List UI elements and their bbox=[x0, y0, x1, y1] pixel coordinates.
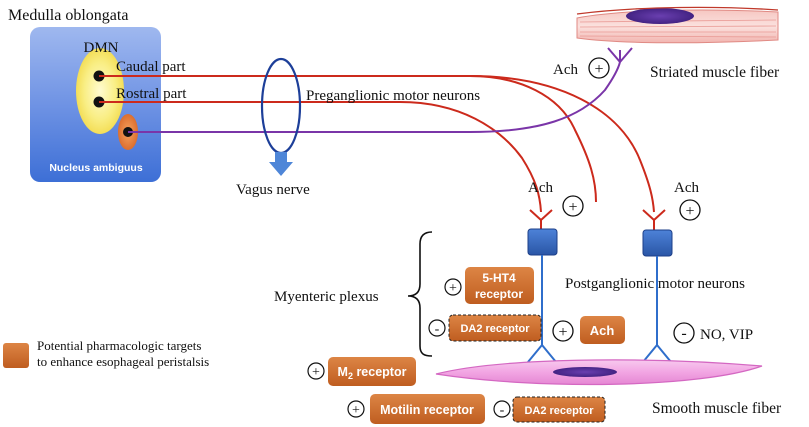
medulla-title: Medulla oblongata bbox=[8, 7, 128, 24]
caudal-to-ganglion2-nerve bbox=[469, 75, 655, 213]
postganglionic-axon1 bbox=[527, 255, 557, 363]
myenteric-label: Myenteric plexus bbox=[274, 289, 379, 305]
da2-receptor-box bbox=[448, 314, 542, 342]
legend-line1: Potential pharmacologic targets bbox=[37, 338, 201, 353]
ht4-receptor-line2: receptor bbox=[475, 287, 523, 301]
striated-ach-label: Ach bbox=[553, 62, 578, 78]
striated-label: Striated muscle fiber bbox=[650, 64, 780, 81]
vagus-ring bbox=[260, 57, 302, 155]
smooth-muscle-fiber bbox=[435, 359, 763, 386]
da2-2-minus-circle bbox=[493, 400, 511, 418]
ganglion1-plus-sign: + bbox=[568, 199, 577, 216]
striated-terminal bbox=[607, 47, 633, 63]
motilin-receptor-box bbox=[370, 394, 485, 424]
legend-swatch bbox=[3, 343, 29, 368]
legend-line2: to enhance esophageal peristalsis bbox=[37, 354, 209, 369]
nucleus-ambiguus-label: Nucleus ambiguus bbox=[49, 162, 143, 174]
ganglion2-ach-label: Ach bbox=[674, 180, 699, 196]
m2-subscript: 2 bbox=[348, 371, 353, 381]
da2-minus-sign: - bbox=[435, 322, 440, 337]
m2-main: M bbox=[338, 365, 348, 379]
m2-receptor-label: M2 receptor bbox=[338, 365, 407, 381]
ganglion1-ach-label: Ach bbox=[528, 180, 553, 196]
ganglion2-plus-sign: + bbox=[685, 203, 694, 220]
striated-plus-circle bbox=[588, 57, 610, 79]
motilin-plus-circle bbox=[347, 400, 365, 418]
novip-minus-circle bbox=[673, 322, 695, 344]
dmn-label: DMN bbox=[83, 40, 118, 56]
ganglion2-input bbox=[642, 209, 666, 230]
m2-receptor-box bbox=[328, 357, 416, 386]
m2-rest: receptor bbox=[353, 365, 407, 379]
smooth-label: Smooth muscle fiber bbox=[652, 400, 782, 417]
caudal-label: Caudal part bbox=[116, 59, 186, 75]
postganglionic-label: Postganglionic motor neurons bbox=[565, 276, 745, 292]
da2-2-receptor-box bbox=[512, 396, 606, 423]
striated-muscle-fiber bbox=[576, 6, 779, 44]
novip-label: NO, VIP bbox=[700, 327, 753, 343]
ach-target-label: Ach bbox=[590, 323, 615, 338]
ht4-plus-circle bbox=[444, 278, 462, 296]
ach-target-plus-sign: + bbox=[558, 324, 567, 341]
ht4-receptor-box bbox=[465, 267, 534, 304]
myenteric-brace bbox=[407, 231, 433, 357]
caudal-preganglionic-nerve bbox=[99, 75, 597, 203]
novip-minus-sign: - bbox=[681, 325, 686, 342]
da2-minus-circle bbox=[428, 319, 446, 337]
ach-target-box bbox=[580, 316, 625, 344]
motilin-receptor-label: Motilin receptor bbox=[380, 403, 474, 417]
preganglionic-label: Preganglionic motor neurons bbox=[306, 88, 480, 104]
rostral-preganglionic-nerve bbox=[99, 101, 542, 213]
da2-2-minus-sign: - bbox=[500, 403, 505, 418]
vagus-arrow bbox=[269, 152, 293, 176]
vagus-label: Vagus nerve bbox=[236, 182, 310, 198]
ambiguus-nerve bbox=[128, 61, 621, 133]
dmn-nucleus bbox=[76, 48, 124, 134]
rostral-label: Rostral part bbox=[116, 86, 187, 102]
m2-plus-circle bbox=[307, 362, 325, 380]
ach-target-plus-circle bbox=[552, 320, 574, 342]
ht4-plus-sign: + bbox=[449, 281, 457, 296]
ganglion1-plus-circle bbox=[562, 195, 584, 217]
m2-plus-sign: + bbox=[312, 365, 320, 380]
ganglion2 bbox=[642, 229, 673, 257]
da2-receptor-label: DA2 receptor bbox=[460, 323, 530, 335]
ht4-receptor-line1: 5-HT4 bbox=[482, 271, 516, 285]
ganglion2-plus-circle bbox=[679, 199, 701, 221]
striated-plus-sign: + bbox=[594, 61, 603, 78]
ganglion1-input bbox=[529, 209, 553, 230]
postganglionic-axon2 bbox=[642, 256, 672, 363]
motilin-plus-sign: + bbox=[352, 403, 360, 418]
ganglion1 bbox=[527, 228, 558, 256]
da2-2-receptor-label: DA2 receptor bbox=[524, 405, 594, 417]
